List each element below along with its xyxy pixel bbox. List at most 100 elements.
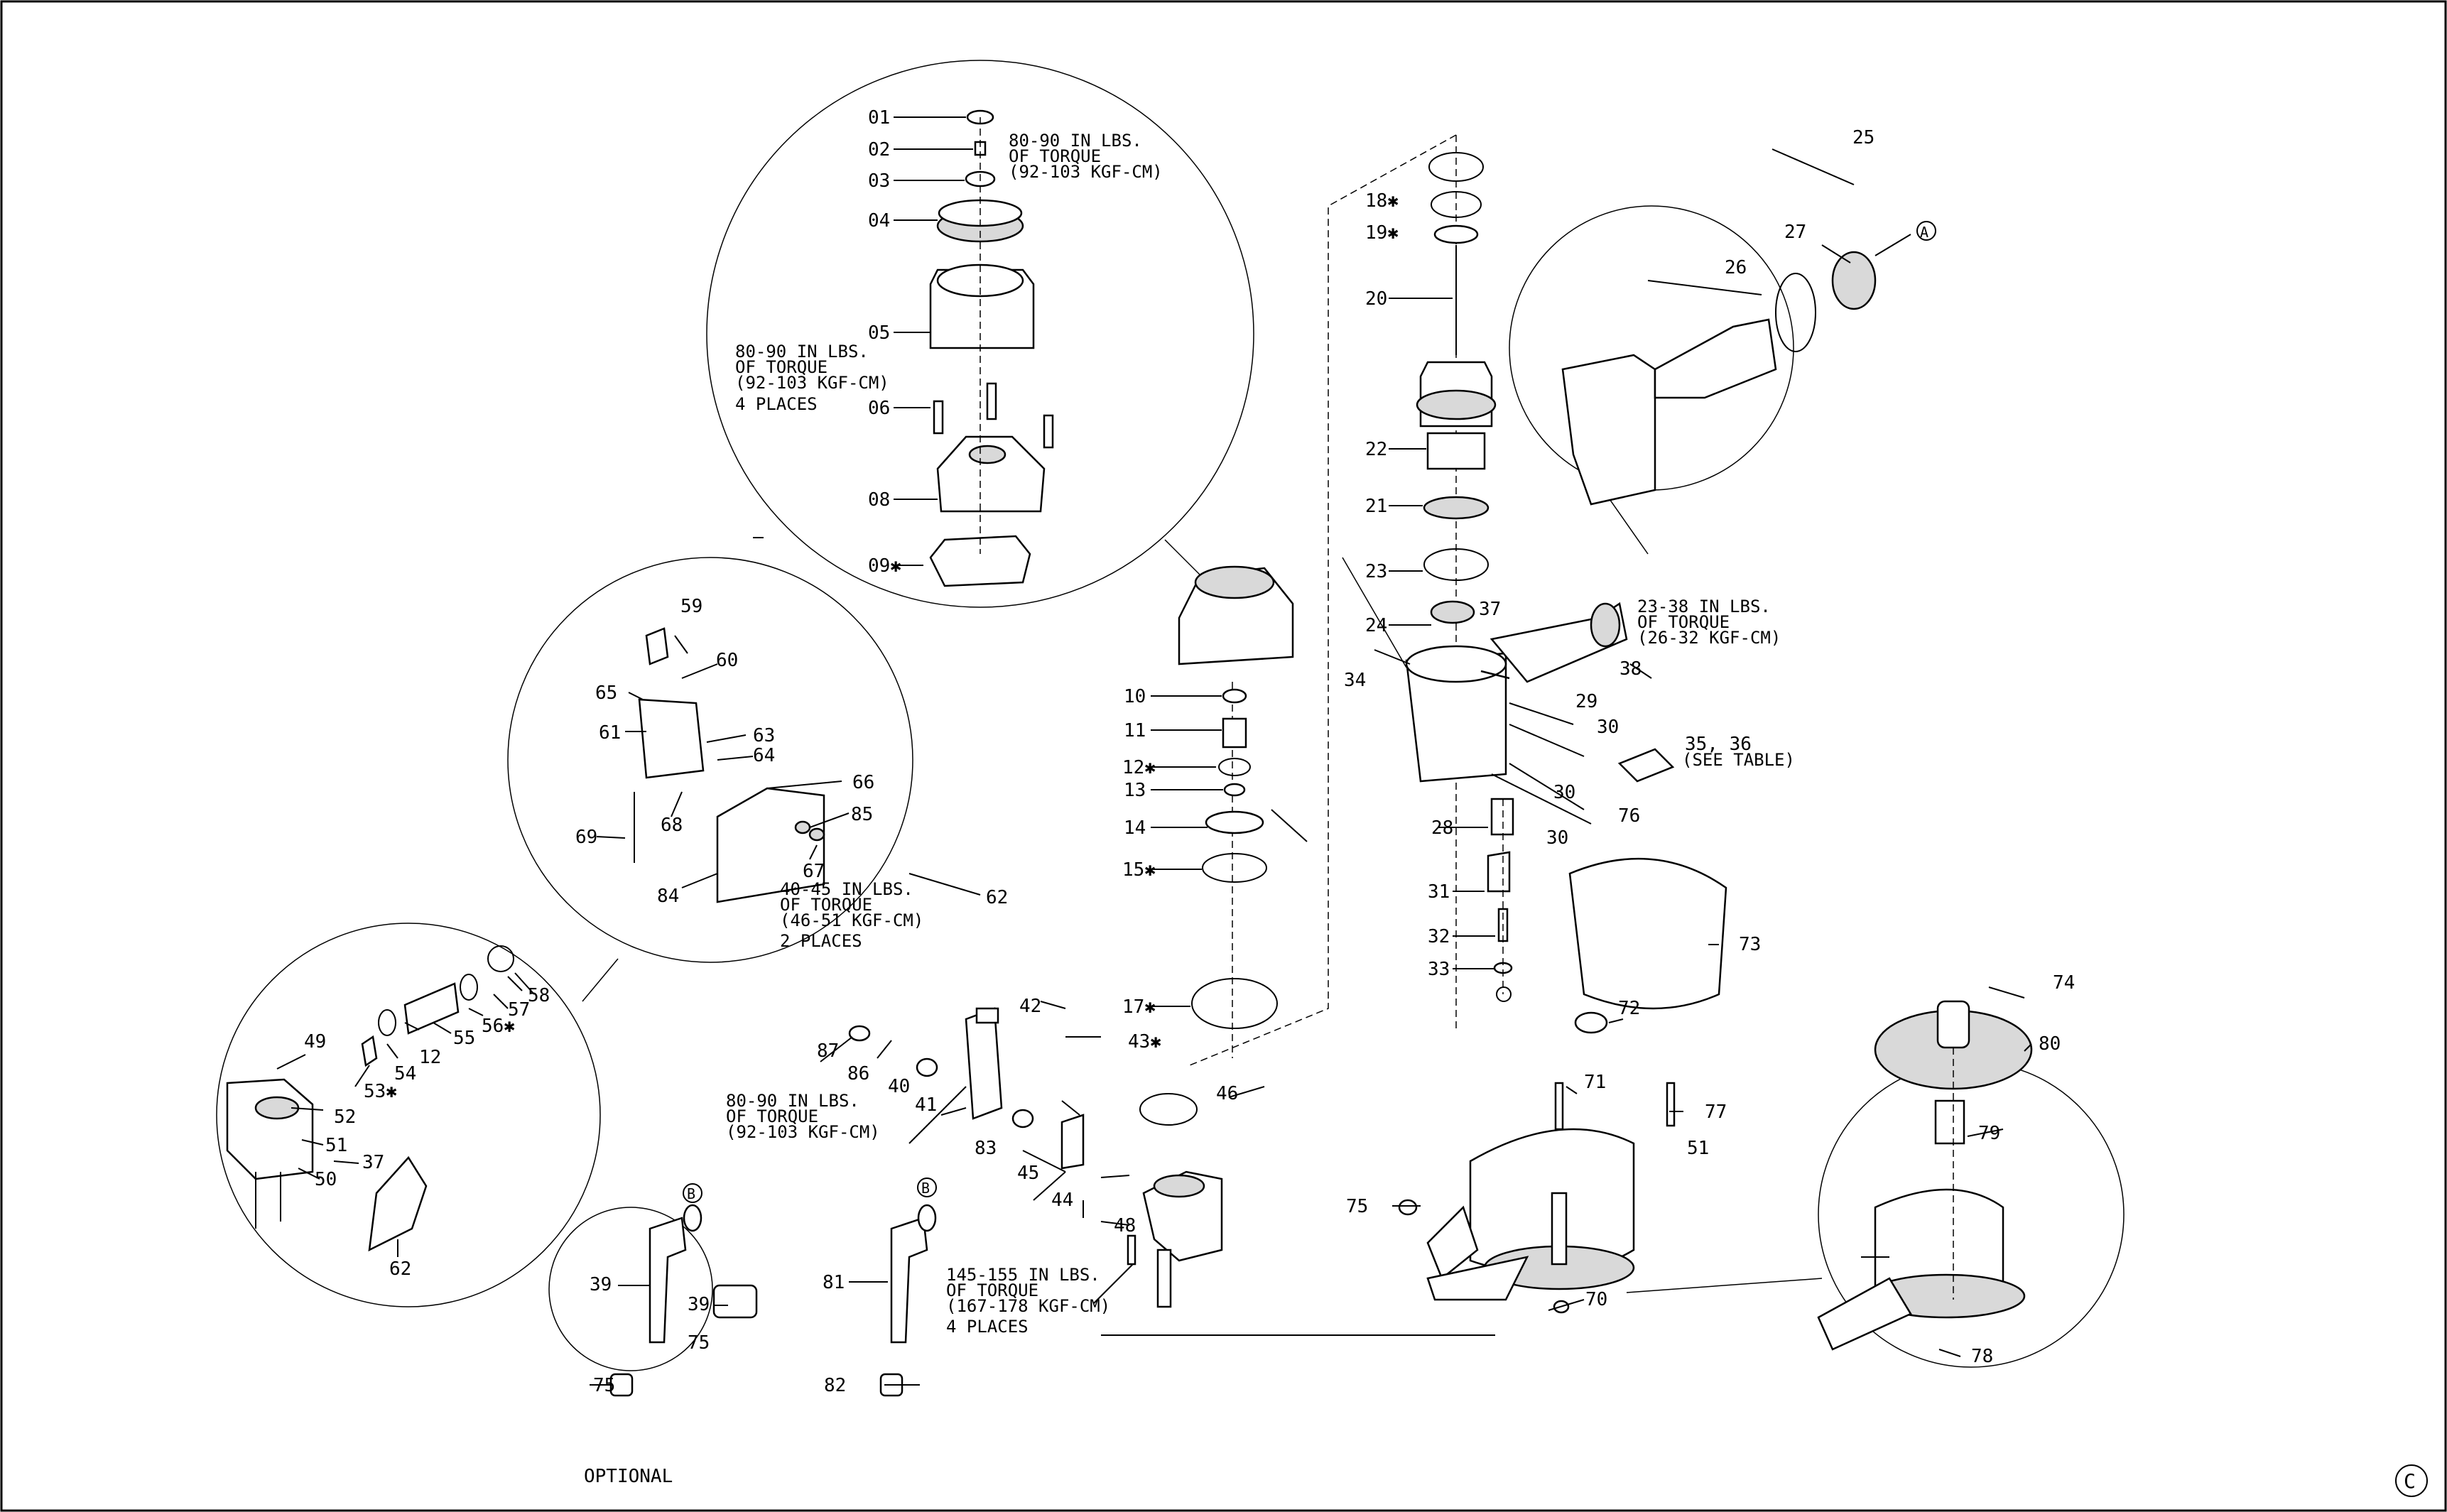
reference-marks: A B B [683,221,1936,1203]
label-70: 70 [1585,1289,1607,1310]
label-58: 58 [528,985,550,1006]
note-torque-48-4: 4 PLACES [946,1317,1029,1337]
magazine-cover-part [1568,857,1727,1010]
label-18: 18✱ [1365,190,1399,212]
note-torque-87-3: (92-103 KGF-CM) [726,1122,880,1142]
ref-b-label-1: B [687,1185,695,1202]
copyright-icon [2395,1464,2428,1497]
label-81: 81 [823,1272,845,1293]
label-38: 38 [1619,658,1642,680]
head-assembly-parts [929,109,1054,587]
ref-a-label: A [1920,224,1928,241]
label-12b: 12 [419,1047,441,1068]
torque-notes: 80-90 IN LBS. OF TORQUE (92-103 KGF-CM) … [584,131,1795,1487]
note-see-table: (SEE TABLE) [1682,750,1795,770]
label-64: 64 [753,745,775,766]
label-33: 33 [1428,959,1450,980]
label-87: 87 [817,1040,839,1062]
label-30a: 30 [1597,717,1619,738]
label-15: 15✱ [1122,859,1156,881]
label-02: 02 [868,139,890,161]
label-12a: 12✱ [1122,757,1156,778]
note-torque-87-2: OF TORQUE [726,1106,818,1126]
label-09: 09✱ [868,555,901,577]
label-03: 03 [868,170,890,192]
label-40: 40 [888,1076,910,1097]
label-46: 46 [1216,1083,1238,1104]
label-86: 86 [847,1063,869,1084]
label-20: 20 [1365,288,1387,310]
label-44: 44 [1051,1190,1073,1211]
note-torque-top-1: 80-90 IN LBS. [1009,131,1142,151]
detail-circle-head-assembly [706,60,1254,608]
label-25: 25 [1852,127,1874,148]
label-68: 68 [661,815,683,836]
label-54: 54 [394,1063,416,1084]
label-42: 42 [1019,996,1041,1017]
label-75a: 75 [1346,1196,1368,1217]
label-83: 83 [975,1138,997,1159]
valve-detail-parts [226,945,514,1252]
label-30b: 30 [1553,782,1575,803]
label-24: 24 [1365,615,1387,636]
label-48: 48 [1114,1215,1136,1236]
note-torque-87-1: 80-90 IN LBS. [726,1091,859,1111]
label-31: 31 [1428,881,1450,903]
label-05: 05 [868,322,890,344]
label-59: 59 [680,596,702,617]
label-63: 63 [753,725,775,746]
label-67: 67 [803,861,825,882]
note-optional: OPTIONAL [584,1466,673,1487]
label-65: 65 [595,682,617,704]
label-23: 23 [1365,561,1387,582]
label-11: 11 [1124,720,1146,741]
note-torque-left-1: 80-90 IN LBS. [735,342,869,361]
note-torque-48-1: 145-155 IN LBS. [946,1265,1100,1285]
label-73: 73 [1739,934,1761,955]
label-82: 82 [824,1375,846,1396]
label-01: 01 [868,107,890,129]
label-52: 52 [334,1106,356,1128]
label-80: 80 [2039,1033,2061,1055]
label-71: 71 [1584,1072,1606,1093]
ref-b-label-2: B [921,1180,930,1197]
label-74: 74 [2053,972,2075,994]
label-51b: 51 [1687,1138,1709,1159]
note-torque-48-2: OF TORQUE [946,1280,1038,1300]
label-60: 60 [716,650,738,671]
optional-parts [609,1204,937,1397]
detail-circle-optional [548,1207,713,1371]
note-torque-top-3: (92-103 KGF-CM) [1009,162,1163,182]
label-55: 55 [453,1028,475,1049]
note-torque-left-3: (92-103 KGF-CM) [735,373,889,393]
label-27: 27 [1784,222,1806,243]
trigger-parts [634,627,825,903]
label-45: 45 [1017,1163,1039,1184]
label-06: 06 [868,398,890,419]
label-43: 43✱ [1128,1031,1161,1053]
label-57: 57 [508,999,530,1021]
label-51a: 51 [325,1135,347,1156]
piston-stack-parts [1416,152,1497,624]
label-10: 10 [1124,686,1146,707]
label-39a: 39 [590,1274,612,1295]
label-41: 41 [915,1094,937,1116]
leader-lines [276,116,2032,1386]
label-66: 66 [852,772,874,793]
label-75c: 75 [593,1375,615,1396]
label-19: 19✱ [1365,222,1399,244]
note-torque-62-3: (46-51 KGF-CM) [780,910,923,930]
label-79: 79 [1978,1123,2000,1144]
label-50: 50 [315,1169,337,1190]
label-37b: 37 [362,1152,384,1173]
label-69: 69 [575,827,597,848]
label-29: 29 [1575,691,1597,712]
label-28: 28 [1431,817,1453,839]
label-84: 84 [657,886,679,907]
note-torque-left-4: 4 PLACES [735,394,818,414]
label-49: 49 [304,1031,326,1053]
note-torque-62-2: OF TORQUE [780,895,872,915]
label-37a: 37 [1479,599,1501,620]
